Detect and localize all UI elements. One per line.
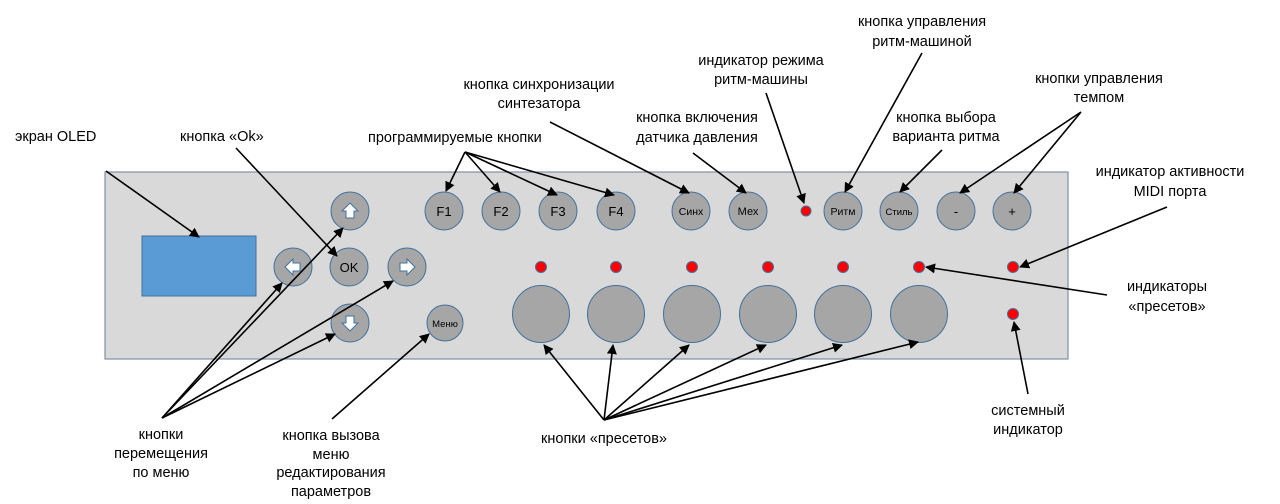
ok-button[interactable]: OK xyxy=(329,247,369,287)
f1-button[interactable]: F1 xyxy=(424,191,464,231)
f2-button[interactable]: F2 xyxy=(481,191,521,231)
label-tempo-buttons-2: темпом xyxy=(1074,90,1124,106)
preset-led-2 xyxy=(610,261,622,273)
sync-button-label: Синх xyxy=(679,206,704,218)
label-nav-buttons-1: кнопки xyxy=(139,427,184,443)
label-menu-edit-button-2: меню xyxy=(313,447,350,463)
preset-led-5 xyxy=(837,261,849,273)
tempo-plus-label: + xyxy=(1008,204,1016,219)
label-drum-mode-indicator-2: ритм-машины xyxy=(714,72,808,88)
tempo-plus-button[interactable]: + xyxy=(992,191,1032,231)
preset-button-4[interactable] xyxy=(739,285,797,343)
nav-down-button[interactable] xyxy=(330,303,370,343)
rhythm-button-label: Ритм xyxy=(831,206,856,218)
label-menu-edit-button-4: параметров xyxy=(291,484,371,500)
preset-button-2[interactable] xyxy=(587,285,645,343)
label-drum-mode-indicator-1: индикатор режима xyxy=(698,53,824,69)
label-drum-control-button-1: кнопка управления xyxy=(858,14,986,30)
midi-led xyxy=(1007,261,1019,273)
preset-button-5[interactable] xyxy=(814,285,872,343)
f4-button-label: F4 xyxy=(608,204,623,219)
arrow-left-icon xyxy=(284,257,301,277)
label-system-indicator-2: индикатор xyxy=(993,422,1063,438)
preset-button-3[interactable] xyxy=(663,285,721,343)
label-menu-edit-button-3: редактирования xyxy=(276,465,385,481)
arrow-right-icon xyxy=(399,257,416,277)
label-preset-indicators-1: индикаторы xyxy=(1127,279,1207,295)
preset-led-4 xyxy=(762,261,774,273)
f2-button-label: F2 xyxy=(493,204,508,219)
menu-button-label: Меню xyxy=(432,319,458,330)
label-preset-buttons: кнопки «пресетов» xyxy=(541,431,667,447)
label-menu-edit-button-1: кнопка вызова xyxy=(282,428,380,444)
label-oled-screen: экран OLED xyxy=(15,129,96,145)
label-sync-button-1: кнопка синхронизации xyxy=(463,77,614,93)
label-midi-indicator-2: MIDI порта xyxy=(1134,184,1208,200)
style-button[interactable]: Стиль xyxy=(879,191,919,231)
ok-button-label: OK xyxy=(340,260,359,275)
label-sync-button-2: синтезатора xyxy=(498,96,582,112)
label-nav-buttons-2: перемещения xyxy=(114,446,208,462)
arrow-down-icon xyxy=(340,315,360,332)
callout-arrows xyxy=(105,52,1168,421)
sync-button[interactable]: Синх xyxy=(671,191,711,231)
arrow-up-icon xyxy=(340,202,360,219)
label-tempo-buttons-1: кнопки управления xyxy=(1035,71,1163,87)
preset-led-3 xyxy=(686,261,698,273)
nav-left-button[interactable] xyxy=(273,247,313,287)
system-led xyxy=(1007,308,1019,320)
tempo-minus-button[interactable]: - xyxy=(936,191,976,231)
f3-button[interactable]: F3 xyxy=(538,191,578,231)
f1-button-label: F1 xyxy=(436,204,451,219)
preset-led-6 xyxy=(913,261,925,273)
mex-button[interactable]: Мех xyxy=(728,191,768,231)
label-rhythm-variant-button-2: варианта ритма xyxy=(892,129,1000,145)
preset-button-6[interactable] xyxy=(890,285,948,343)
preset-led-1 xyxy=(535,261,547,273)
mex-button-label: Мех xyxy=(738,206,759,218)
tempo-minus-label: - xyxy=(954,204,958,219)
rhythm-button[interactable]: Ритм xyxy=(823,191,863,231)
f3-button-label: F3 xyxy=(550,204,565,219)
drum-mode-led xyxy=(800,205,812,217)
label-ok-button: кнопка «Ok» xyxy=(180,129,264,145)
style-button-label: Стиль xyxy=(885,207,912,218)
nav-right-button[interactable] xyxy=(387,247,427,287)
menu-button[interactable]: Меню xyxy=(426,304,464,342)
label-pressure-button-2: датчика давления xyxy=(636,130,758,146)
preset-button-1[interactable] xyxy=(512,285,570,343)
label-rhythm-variant-button-1: кнопка выбора xyxy=(896,110,997,126)
label-system-indicator-1: системный xyxy=(991,403,1065,419)
label-nav-buttons-3: по меню xyxy=(133,465,190,481)
f4-button[interactable]: F4 xyxy=(596,191,636,231)
label-programmable-buttons: программируемые кнопки xyxy=(368,130,542,146)
label-pressure-button-1: кнопка включения xyxy=(636,110,758,126)
label-preset-indicators-2: «пресетов» xyxy=(1128,299,1205,315)
nav-up-button[interactable] xyxy=(330,191,370,231)
oled-screen xyxy=(141,235,257,297)
label-midi-indicator-1: индикатор активности xyxy=(1096,164,1245,180)
label-drum-control-button-2: ритм-машиной xyxy=(872,34,972,50)
